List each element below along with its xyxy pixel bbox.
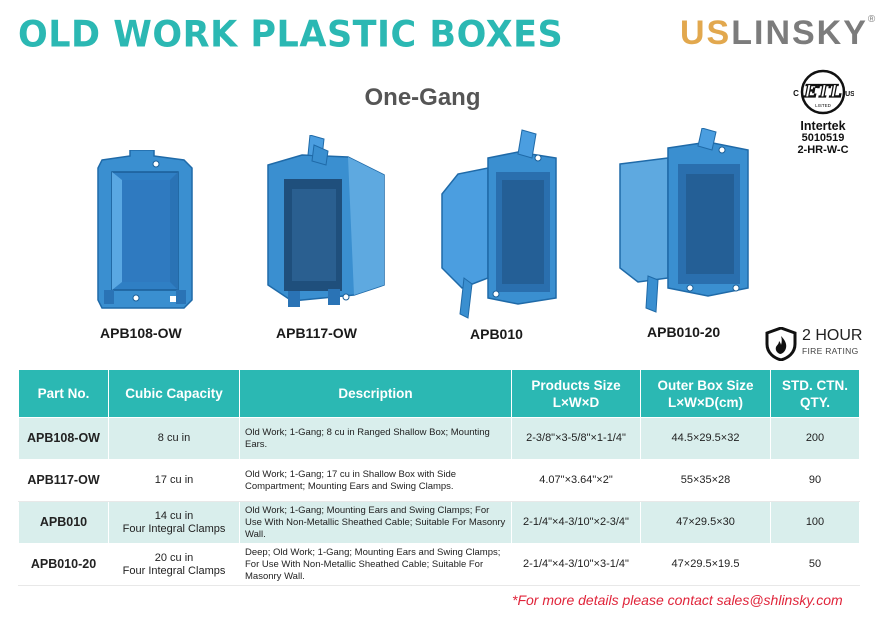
cell-description: Deep; Old Work; 1-Gang; Mounting Ears an… <box>239 543 512 586</box>
cell-part-no: APB010-20 <box>18 543 109 586</box>
fire-rating-badge: 2 HOUR FIRE RATING <box>765 327 863 361</box>
product-label: APB117-OW <box>276 325 357 341</box>
header-qty-line2: QTY. <box>799 394 830 410</box>
cell-product-size: 2-1/4"×4-3/10"×3-1/4" <box>511 543 641 586</box>
cell-capacity-line1: 8 cu in <box>157 432 191 444</box>
shallow-box-image <box>92 150 202 320</box>
section-subtitle: One-Gang <box>364 84 481 111</box>
cell-capacity-line2: Four Integral Clamps <box>122 522 226 535</box>
product-label: APB108-OW <box>100 325 182 341</box>
cell-capacity-line1: 20 cu in <box>154 551 194 564</box>
fire-rating-hours: 2 HOUR <box>802 327 863 344</box>
table-row: APB117-OW 17 cu in Old Work; 1-Gang; 17 … <box>18 459 860 502</box>
header-description: Description <box>239 369 512 418</box>
cell-outer-size: 55×35×28 <box>640 459 771 502</box>
fire-rating-label: FIRE RATING <box>802 346 859 356</box>
brand-prefix: US <box>680 14 732 52</box>
cell-capacity: 8 cu in <box>108 417 240 460</box>
table-header-row: Part No. Cubic Capacity Description Prod… <box>18 369 860 418</box>
cell-outer-size: 44.5×29.5×32 <box>640 417 771 460</box>
cell-part-no: APB117-OW <box>18 459 109 502</box>
cell-qty: 90 <box>770 459 860 502</box>
cert-code: 2-HR-W-C <box>797 144 849 156</box>
header-part-no: Part No. <box>18 369 109 418</box>
contact-note: *For more details please contact sales@s… <box>512 592 843 608</box>
cell-description: Old Work; 1-Gang; 8 cu in Ranged Shallow… <box>239 417 512 460</box>
side-compartment-box-image <box>262 135 392 315</box>
registered-mark: ® <box>867 14 878 25</box>
header-qty-line1: STD. CTN. <box>782 377 848 393</box>
etl-us-mark: US <box>845 91 854 98</box>
etl-text: ETL <box>803 82 842 102</box>
cell-product-size: 2-3/8"×3-5/8"×1-1/4" <box>511 417 641 460</box>
etl-listed-text: LISTED <box>815 103 832 108</box>
cell-product-size: 4.07"×3.64"×2" <box>511 459 641 502</box>
cell-capacity-line2: Four Integral Clamps <box>122 564 226 577</box>
brand-logo: USLINSKY® <box>680 14 877 53</box>
swing-clamp-box-image <box>438 128 568 328</box>
cell-outer-size: 47×29.5×19.5 <box>640 543 771 586</box>
cell-capacity-line1: 14 cu in <box>154 509 194 522</box>
cell-description: Old Work; 1-Gang; Mounting Ears and Swin… <box>239 501 512 544</box>
etl-listed-logo: ETL LISTED C US <box>793 69 854 115</box>
spec-table: Part No. Cubic Capacity Description Prod… <box>18 369 860 586</box>
cell-outer-size: 47×29.5×30 <box>640 501 771 544</box>
cell-description: Old Work; 1-Gang; 17 cu in Shallow Box w… <box>239 459 512 502</box>
product-label: APB010 <box>470 326 523 342</box>
cell-qty: 200 <box>770 417 860 460</box>
header-outer-size-line1: Outer Box Size <box>657 377 754 393</box>
deep-box-image <box>618 128 758 323</box>
header-product-size-line2: L×W×D <box>552 394 600 410</box>
header-capacity: Cubic Capacity <box>108 369 240 418</box>
page-title: OLD WORK PLASTIC BOXES <box>18 14 564 56</box>
product-label: APB010-20 <box>647 324 721 340</box>
cert-agency: Intertek <box>800 119 846 133</box>
certification-block: ETL LISTED C US Intertek 5010519 2-HR-W-… <box>788 66 858 156</box>
cert-number: 5010519 <box>801 132 845 144</box>
cell-part-no: APB010 <box>18 501 109 544</box>
cell-qty: 100 <box>770 501 860 544</box>
header-qty: STD. CTN.QTY. <box>770 369 860 418</box>
header-product-size-line1: Products Size <box>531 377 621 393</box>
etl-c-mark: C <box>793 89 799 98</box>
brand-rest: LINSKY <box>731 14 868 52</box>
cell-capacity: 17 cu in <box>108 459 240 502</box>
cell-capacity-line1: 17 cu in <box>154 474 194 486</box>
header-outer-size-line2: L×W×D(cm) <box>667 394 743 410</box>
table-row: APB108-OW 8 cu in Old Work; 1-Gang; 8 cu… <box>18 417 860 460</box>
flame-shield-icon <box>765 327 797 361</box>
cell-qty: 50 <box>770 543 860 586</box>
cell-product-size: 2-1/4"×4-3/10"×2-3/4" <box>511 501 641 544</box>
cell-part-no: APB108-OW <box>18 417 109 460</box>
